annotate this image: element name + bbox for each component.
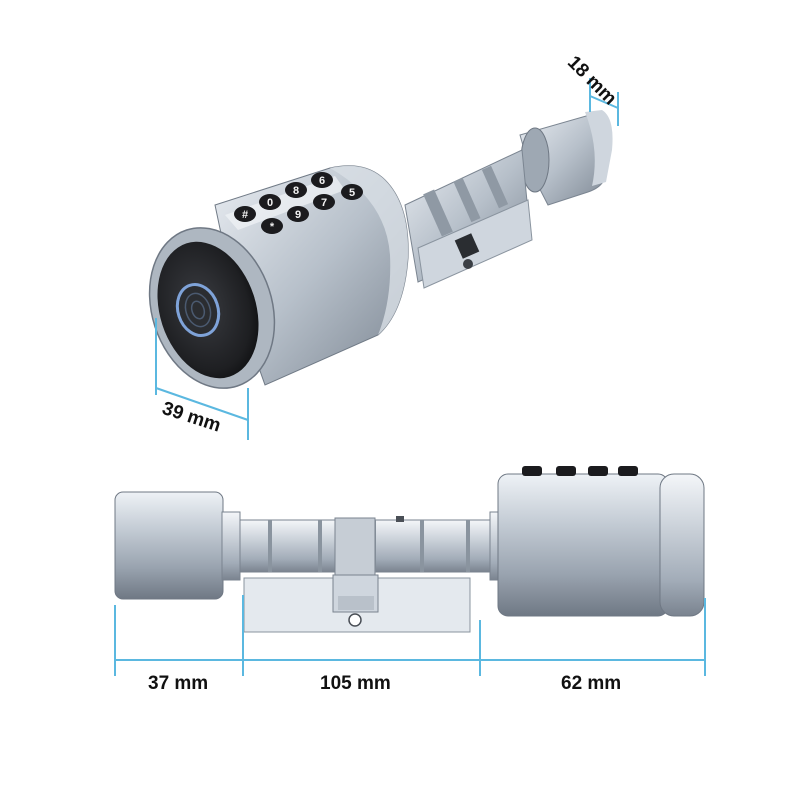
dimension-label-thumb-turn-length: 37 mm <box>148 673 209 694</box>
keypad-key[interactable] <box>234 206 256 222</box>
keypad-key-label: 6 <box>319 175 325 187</box>
keypad-key-label: 8 <box>293 185 299 197</box>
keypad-key-label: # <box>242 209 248 221</box>
keypad-key[interactable] <box>259 194 281 210</box>
thumb-turn-knob <box>519 110 613 206</box>
dimension-label-cylinder-length: 105 mm <box>320 673 391 694</box>
keypad-key[interactable] <box>261 218 283 234</box>
keypad-key-label: * <box>270 221 275 233</box>
keypad-key-label: 0 <box>267 197 273 209</box>
knob-front-face <box>148 227 276 389</box>
keypad-key-label: 5 <box>349 187 355 199</box>
keypad-key-side[interactable] <box>588 466 608 476</box>
dimension-lines-top <box>155 78 619 440</box>
keypad-key[interactable] <box>313 194 335 210</box>
keypad-key[interactable] <box>287 206 309 222</box>
cylinder-body <box>404 149 533 289</box>
lock-angled-view: # 0 8 6 * 9 7 5 <box>148 110 613 389</box>
dimension-lines-bottom <box>114 595 706 676</box>
keypad: # 0 8 6 * 9 7 5 <box>234 172 363 234</box>
keypad-key[interactable] <box>285 182 307 198</box>
keypad-key-label: 7 <box>321 197 327 209</box>
lock-side-view <box>114 466 705 633</box>
keypad-key[interactable] <box>311 172 333 188</box>
dimension-label-smart-knob-length: 62 mm <box>561 673 622 694</box>
thumb-turn-side <box>114 491 224 600</box>
smart-knob-side <box>497 473 669 617</box>
keypad-key-side[interactable] <box>556 466 576 476</box>
keypad-key-label: 9 <box>295 209 301 221</box>
keypad-key[interactable] <box>341 184 363 200</box>
keypad-key-side[interactable] <box>522 466 542 476</box>
keypad-key-side[interactable] <box>618 466 638 476</box>
